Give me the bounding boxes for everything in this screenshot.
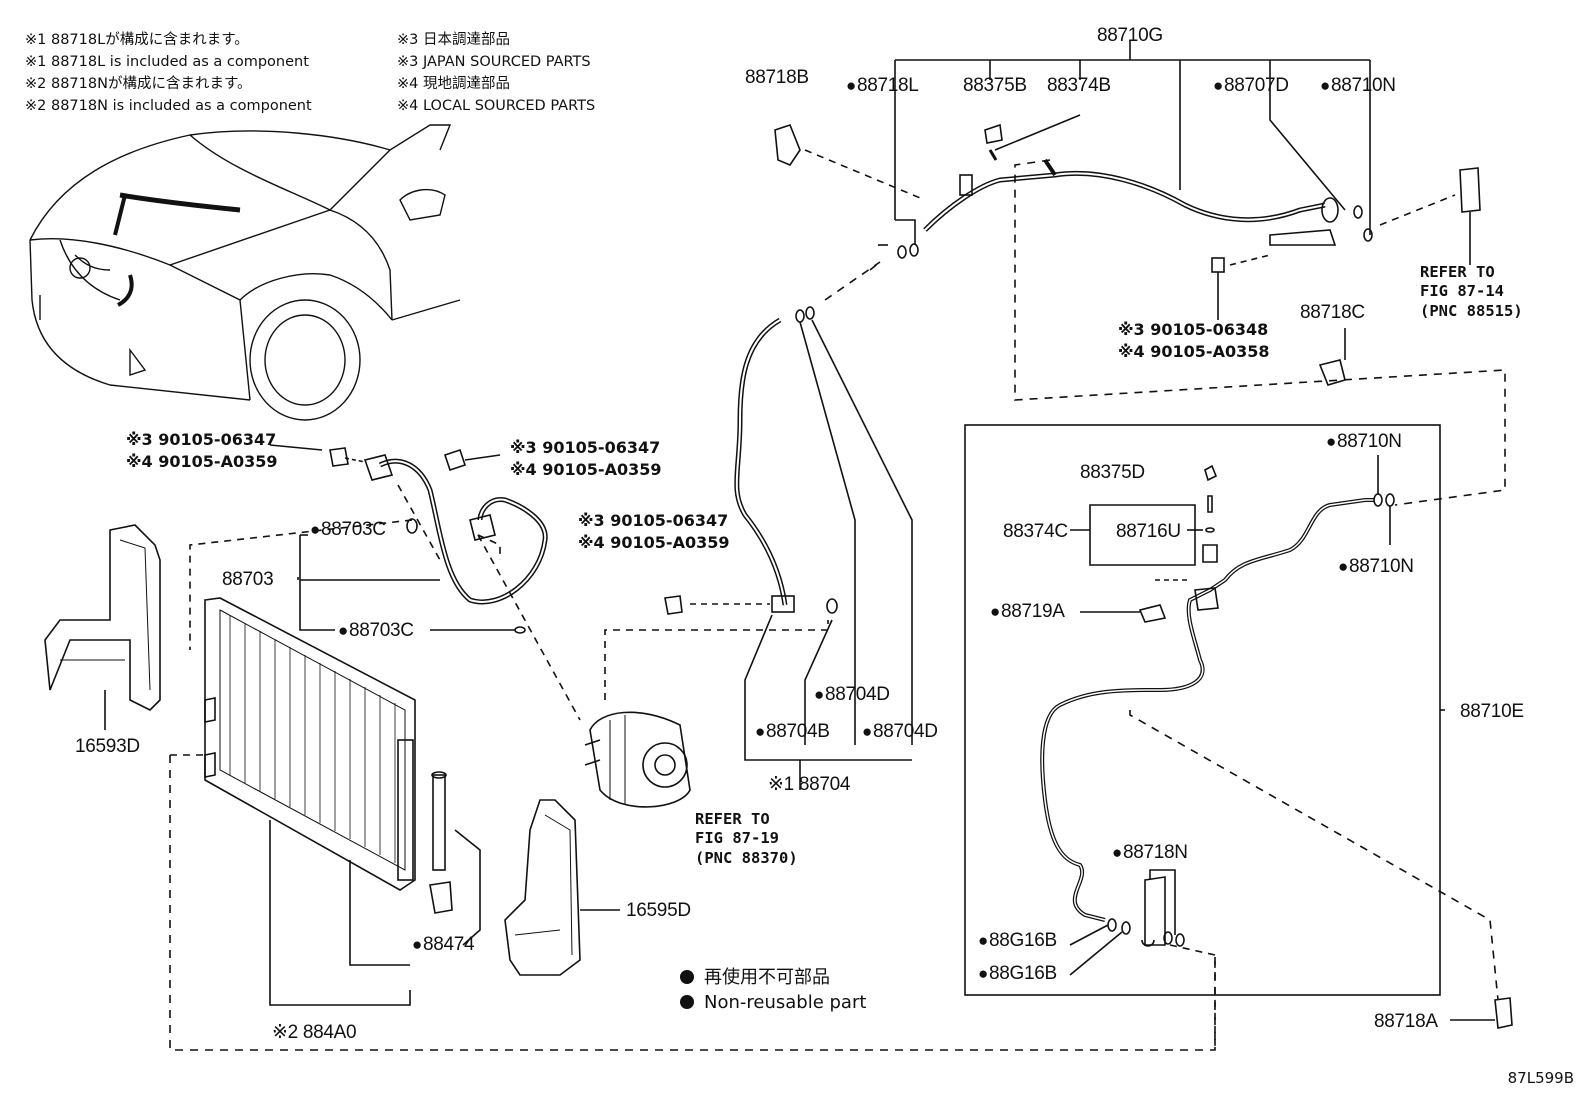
label-88710E[interactable]: 88710E xyxy=(1460,701,1524,722)
box-88710E xyxy=(964,424,1499,1050)
label-88718B[interactable]: 88718B xyxy=(745,67,809,88)
label-88703[interactable]: 88703 xyxy=(222,569,274,590)
label-88718N[interactable]: 88718N xyxy=(1112,843,1188,862)
label-88707D[interactable]: 88707D xyxy=(1213,76,1289,95)
label-88474[interactable]: 88474 xyxy=(412,935,475,954)
vehicle-sketch xyxy=(29,124,461,421)
label-88703C-b[interactable]: 88703C xyxy=(338,621,414,640)
note-3-jp: ※3 日本調達部品 xyxy=(397,32,510,48)
label-88718C[interactable]: 88718C xyxy=(1300,302,1365,323)
label-88718A[interactable]: 88718A xyxy=(1374,1011,1438,1032)
bracket-88718B xyxy=(774,124,926,201)
label-bolt-left-4[interactable]: ※4 90105-A0359 xyxy=(126,452,278,471)
label-88375D[interactable]: 88375D xyxy=(1080,462,1145,483)
note-1-en: ※1 88718L is included as a component xyxy=(25,54,309,70)
label-bolt-mid-3[interactable]: ※3 90105-06347 xyxy=(510,438,661,457)
clip-88718C xyxy=(1318,328,1346,386)
note-4-en: ※4 LOCAL SOURCED PARTS xyxy=(397,98,596,114)
label-88718L[interactable]: 88718L xyxy=(846,76,919,95)
diagram-code: 87L599B xyxy=(1507,1069,1574,1087)
label-16595D[interactable]: 16595D xyxy=(626,900,691,921)
ref-fig-87-19[interactable]: REFER TO FIG 87-19 (PNC 88370) xyxy=(695,810,798,867)
label-88G16B-b[interactable]: 88G16B xyxy=(978,964,1057,983)
ref-fig-87-14[interactable]: REFER TO FIG 87-14 (PNC 88515) xyxy=(1420,263,1523,320)
hose-88704 xyxy=(664,306,913,790)
compressor xyxy=(584,620,829,808)
label-88G16B-a[interactable]: 88G16B xyxy=(978,931,1057,950)
fitting-88718A xyxy=(1450,997,1513,1029)
note-3-en: ※3 JAPAN SOURCED PARTS xyxy=(397,54,591,70)
label-16593D[interactable]: 16593D xyxy=(75,736,140,757)
label-88704D-a[interactable]: 88704D xyxy=(814,685,890,704)
note-2-jp: ※2 88718Nが構成に含まれます。 xyxy=(25,76,252,92)
label-88375B[interactable]: 88375B xyxy=(963,75,1027,96)
note-2-en: ※2 88718N is included as a component xyxy=(25,98,312,114)
label-bolt-top-4[interactable]: ※4 90105-A0358 xyxy=(1118,342,1270,361)
label-88704D-b[interactable]: 88704D xyxy=(862,722,938,741)
label-88704B[interactable]: 88704B xyxy=(755,722,830,741)
hose-88703 xyxy=(189,447,581,721)
dryer-88474 xyxy=(429,771,453,914)
label-bolt-top-3[interactable]: ※3 90105-06348 xyxy=(1118,320,1269,339)
label-88710G[interactable]: 88710G xyxy=(1097,25,1163,46)
duct-16593D xyxy=(44,524,161,730)
label-88710N-top[interactable]: 88710N xyxy=(1320,76,1396,95)
bullet-dot-icon xyxy=(680,995,694,1009)
leader-lines xyxy=(269,444,501,580)
legend-non-reusable-jp: 再使用不可部品 xyxy=(680,969,830,987)
hose-88710G xyxy=(878,40,1373,320)
label-88704[interactable]: ※1 88704 xyxy=(768,774,851,795)
label-bolt-comp-3[interactable]: ※3 90105-06347 xyxy=(578,511,729,530)
label-bolt-left-3[interactable]: ※3 90105-06347 xyxy=(126,430,277,449)
dashed-links-top xyxy=(824,159,1506,506)
note-4-jp: ※4 現地調達部品 xyxy=(397,76,510,92)
label-bolt-mid-4[interactable]: ※4 90105-A0359 xyxy=(510,460,662,479)
label-88716U[interactable]: 88716U xyxy=(1116,521,1181,542)
label-88703C-a[interactable]: 88703C xyxy=(310,520,386,539)
bullet-dot-icon xyxy=(680,970,694,984)
legend-non-reusable-en: Non-reusable part xyxy=(680,994,866,1012)
note-1-jp: ※1 88718Lが構成に含まれます。 xyxy=(25,32,249,48)
condenser xyxy=(169,597,1216,1051)
label-88374C[interactable]: 88374C xyxy=(1003,521,1068,542)
duct-16595D xyxy=(504,799,620,976)
fitting-right-top xyxy=(1379,167,1481,265)
label-88374B[interactable]: 88374B xyxy=(1047,75,1111,96)
label-88719A[interactable]: 88719A xyxy=(990,602,1065,621)
label-88710N-a[interactable]: 88710N xyxy=(1326,432,1402,451)
label-88710N-b[interactable]: 88710N xyxy=(1338,557,1414,576)
label-bolt-comp-4[interactable]: ※4 90105-A0359 xyxy=(578,533,730,552)
label-884A0[interactable]: ※2 884A0 xyxy=(272,1022,357,1043)
